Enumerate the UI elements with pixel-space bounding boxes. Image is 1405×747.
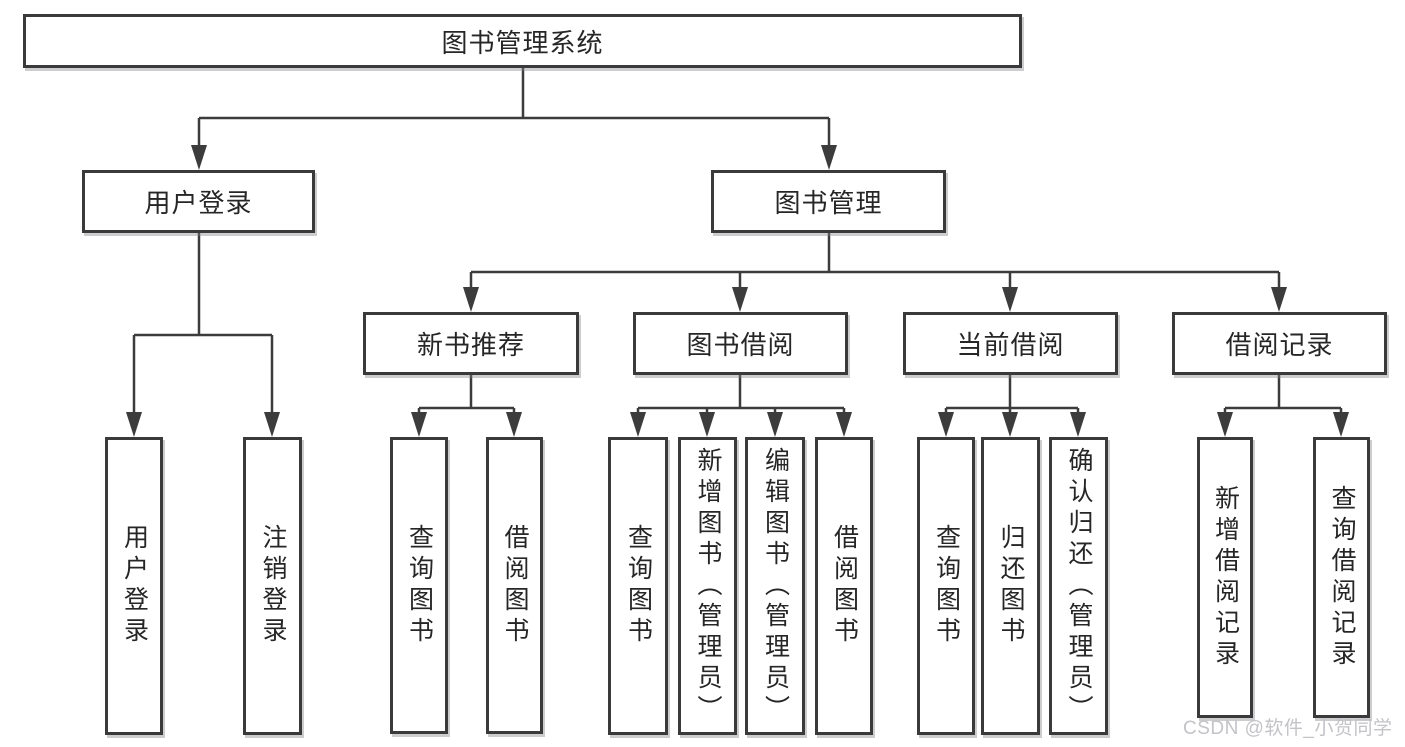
leaf-borrow-books: 借阅图书 <box>815 437 873 735</box>
leaf-return-books: 归还图书 <box>981 437 1040 735</box>
node-borrowing-records: 借阅记录 <box>1172 312 1387 375</box>
connector-current-borrow-children <box>938 375 1086 437</box>
connector-new-book-children <box>411 375 522 437</box>
connector-book-management-children <box>463 233 1287 312</box>
leaf-edit-books-admin: 编辑图书（管理员） <box>745 437 805 735</box>
leaf-query-borrow-record: 查询借阅记录 <box>1313 437 1370 718</box>
connector-user-login-children <box>126 233 280 437</box>
leaf-query-books-current: 查询图书 <box>917 437 975 735</box>
leaf-query-books-borrow: 查询图书 <box>608 437 668 735</box>
connector-root-to-branches <box>191 68 837 170</box>
node-book-borrowing: 图书借阅 <box>633 312 848 375</box>
node-new-book-recommendation: 新书推荐 <box>363 312 579 375</box>
node-book-management: 图书管理 <box>711 170 946 233</box>
connector-book-borrow-children <box>630 375 852 437</box>
csdn-watermark: CSDN @软件_小贺同学 <box>1183 718 1393 739</box>
node-user-login: 用户登录 <box>82 170 315 233</box>
leaf-add-books-admin: 新增图书（管理员） <box>678 437 737 735</box>
leaf-confirm-return-admin: 确认归还（管理员） <box>1049 437 1108 735</box>
leaf-user-login: 用户登录 <box>105 437 163 735</box>
leaf-query-books-recommend: 查询图书 <box>390 437 448 734</box>
connector-borrow-records-children <box>1217 375 1349 437</box>
leaf-logout: 注销登录 <box>243 437 302 735</box>
leaf-add-borrow-record: 新增借阅记录 <box>1197 437 1253 718</box>
node-library-management-system: 图书管理系统 <box>23 14 1022 68</box>
leaf-borrow-books-recommend: 借阅图书 <box>486 437 543 734</box>
node-current-borrowing: 当前借阅 <box>903 312 1118 375</box>
